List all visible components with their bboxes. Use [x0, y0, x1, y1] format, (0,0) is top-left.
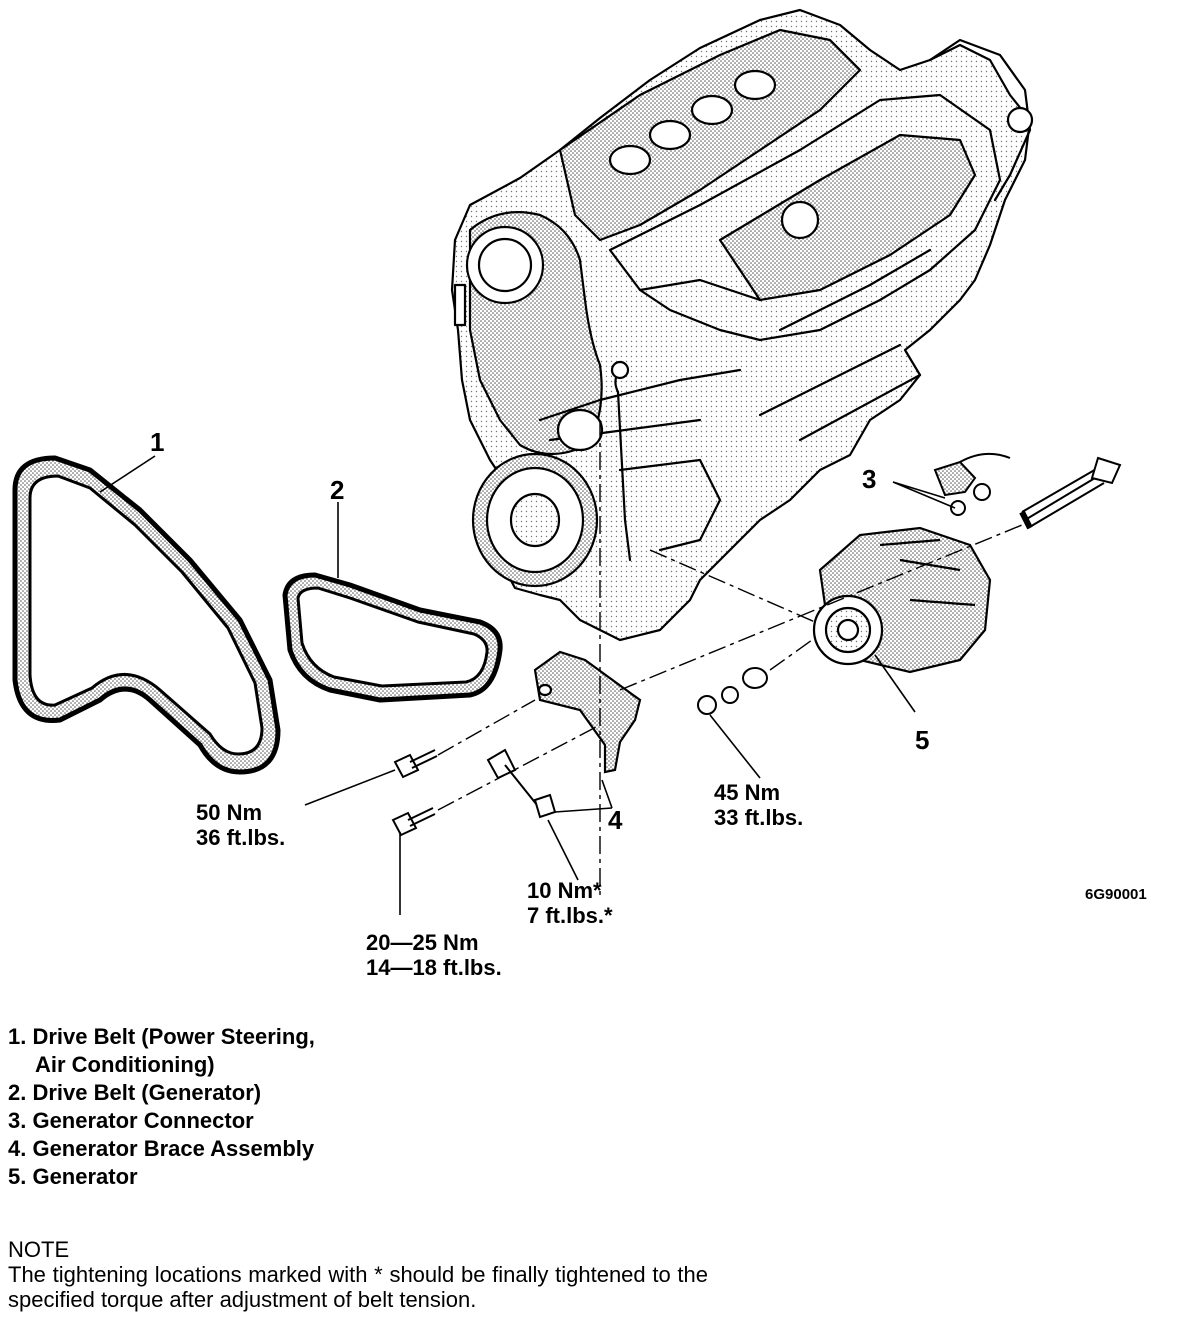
callout-3: 3 [862, 464, 877, 494]
note-heading: NOTE [8, 1237, 70, 1262]
callout-4: 4 [608, 805, 623, 835]
exploded-view-diagram [12, 8, 1122, 915]
legend-item-5: 5. Generator [8, 1164, 138, 1189]
torque-label-20-25nm: 20—25 Nm 14—18 ft.lbs. [366, 930, 502, 980]
torque-label-50nm: 50 Nm 36 ft.lbs. [196, 800, 285, 850]
assembly-centerlines [437, 420, 1023, 900]
callout-2: 2 [330, 475, 345, 505]
torque-50-ftlbs: 36 ft.lbs. [196, 825, 286, 850]
legend-item-4: 4. Generator Brace Assembly [8, 1136, 315, 1161]
callout-1: 1 [150, 427, 165, 457]
generator-illustration [812, 526, 992, 674]
generator-brace-illustration [533, 650, 642, 774]
callout-5: 5 [915, 725, 930, 755]
legend-item-3: 3. Generator Connector [8, 1108, 254, 1133]
torque-50-nm: 50 Nm [196, 800, 263, 825]
legend-item-1: 1. Drive Belt (Power Steering, [8, 1024, 315, 1049]
legend-item-2: 2. Drive Belt (Generator) [8, 1080, 262, 1105]
generator-connector-illustration [933, 452, 1011, 516]
generator-through-bolt [1019, 456, 1122, 530]
note-section: NOTE The tightening locations marked wit… [8, 1237, 708, 1312]
drive-belt-generator [282, 572, 503, 703]
torque-10-nm: 10 Nm* [527, 878, 602, 903]
figure-code: 6G90001 [1085, 886, 1147, 903]
torque-label-10nm: 10 Nm* 7 ft.lbs.* [527, 878, 613, 928]
note-text: The tightening locations marked with * s… [8, 1262, 708, 1312]
torque-14-18-ftlbs: 14—18 ft.lbs. [366, 955, 502, 980]
leader-lines [99, 455, 956, 915]
drive-belt-ps-ac [12, 455, 281, 775]
torque-label-45nm: 45 Nm 33 ft.lbs. [714, 780, 803, 830]
crankshaft-pulley [471, 452, 599, 588]
engine-illustration [450, 8, 1034, 642]
parts-legend: 1. Drive Belt (Power Steering, Air Condi… [8, 1023, 315, 1191]
torque-10-ftlbs: 7 ft.lbs.* [527, 903, 613, 928]
torque-20-25-nm: 20—25 Nm [366, 930, 479, 955]
torque-45-nm: 45 Nm [714, 780, 781, 805]
fastener-illustrations [391, 667, 768, 837]
legend-item-1-cont: Air Conditioning) [35, 1052, 215, 1077]
torque-45-ftlbs: 33 ft.lbs. [714, 805, 804, 830]
